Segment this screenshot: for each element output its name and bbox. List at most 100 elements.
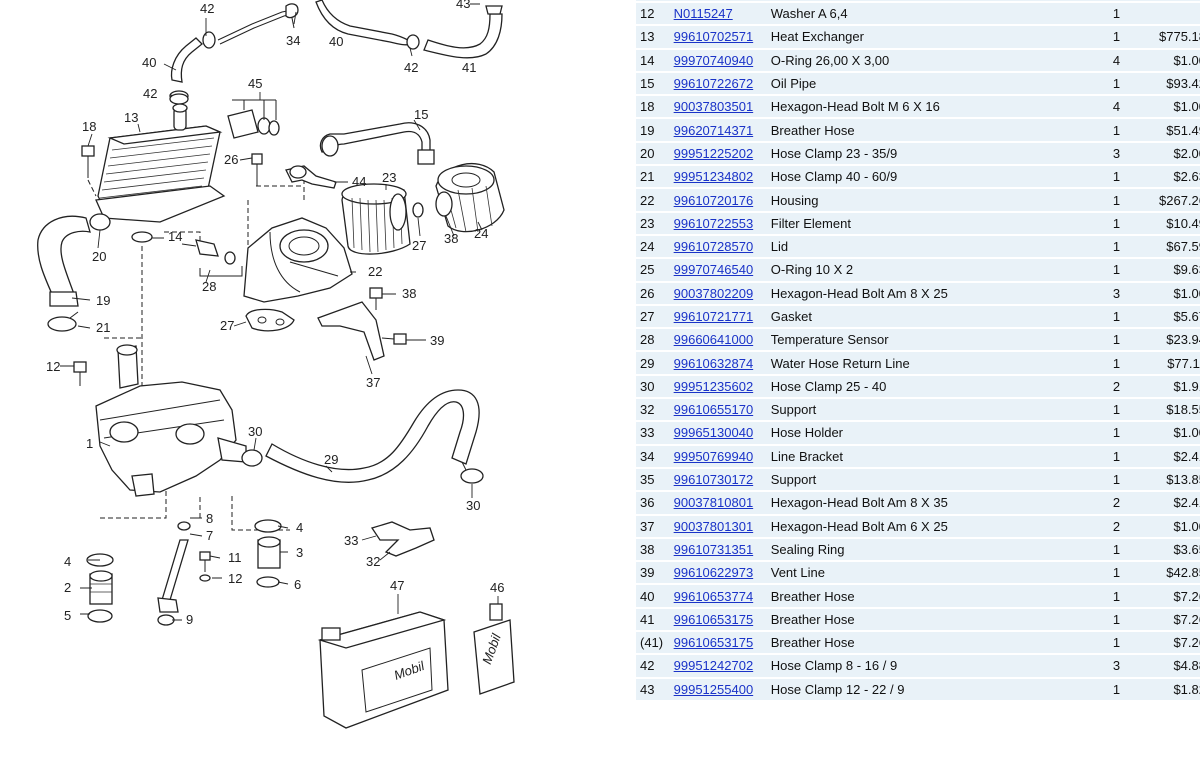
part-number-link[interactable]: 99610722553 — [673, 215, 754, 231]
callout-29: 29 — [324, 452, 338, 467]
cell-quantity: 1 — [1094, 329, 1139, 351]
callout-30b: 30 — [466, 498, 480, 513]
part-number-link[interactable]: 99610632874 — [673, 355, 754, 371]
part-number-link[interactable]: 99620714371 — [673, 122, 754, 138]
part-number-link[interactable]: 99610721771 — [673, 309, 754, 324]
callout-41: 41 — [462, 60, 476, 75]
cell-description: Support — [767, 399, 1095, 421]
cell-price: $2.00 — [1138, 142, 1200, 165]
part-number-link[interactable]: 99951242702 — [673, 658, 754, 674]
part-number-link[interactable]: 99610728570 — [673, 239, 754, 255]
cell-part-number: 99610632874 — [670, 352, 768, 374]
cell-part-number: 99610655170 — [670, 399, 768, 421]
cell-part-number: 99951255400 — [670, 678, 768, 700]
part-number-link[interactable]: 99610653774 — [673, 588, 754, 604]
cell-description: Sealing Ring — [767, 538, 1095, 561]
callout-42a: 42 — [200, 1, 214, 16]
hose-clamp-30a — [241, 449, 263, 467]
part-number-link[interactable]: 99965130040 — [673, 425, 754, 441]
oil-canister-47: Mobil — [317, 611, 449, 729]
cell-price: $7.26 — [1138, 632, 1200, 654]
part-number-link[interactable]: 99610622973 — [673, 565, 754, 581]
part-number-link[interactable]: 99970740940 — [673, 52, 754, 68]
part-number-link[interactable]: 99951255400 — [673, 681, 754, 697]
part-number-link[interactable]: 90037802209 — [673, 285, 754, 301]
cell-description: Housing — [767, 189, 1095, 211]
cell-quantity: 1 — [1094, 3, 1139, 25]
hose-holder-33-support-32 — [370, 521, 435, 557]
cell-item-number: 37 — [636, 515, 671, 537]
cell-quantity: 1 — [1094, 26, 1139, 48]
bolt-10 — [73, 361, 87, 386]
cell-part-number: 90037810801 — [670, 492, 768, 514]
callout-labels: 42 34 40 43 42 41 40 42 45 13 15 18 26 4… — [46, 0, 504, 627]
cell-description: Filter Element — [767, 212, 1095, 234]
cell-quantity: 1 — [1094, 235, 1139, 258]
cell-item-number: 26 — [636, 282, 671, 304]
cell-item-number: 14 — [636, 49, 671, 71]
cell-quantity: 1 — [1094, 445, 1139, 467]
part-number-link[interactable]: 99610653175 — [673, 635, 754, 651]
o-ring-6 — [256, 576, 280, 588]
cell-part-number: 99610722553 — [670, 212, 768, 234]
cell-description: Hose Clamp 12 - 22 / 9 — [767, 678, 1095, 700]
callout-2: 2 — [64, 580, 71, 595]
cell-part-number: 99970746540 — [670, 259, 768, 281]
cell-price: $9.63 — [1138, 259, 1200, 281]
part-number-link[interactable]: 99610702571 — [673, 29, 754, 45]
callout-6: 6 — [294, 577, 301, 592]
callout-15: 15 — [414, 107, 428, 122]
fitting-3 — [257, 536, 281, 569]
callout-36: 38 — [402, 286, 416, 301]
part-number-link[interactable]: 99610655170 — [673, 402, 754, 418]
part-number-link[interactable]: 90037801301 — [673, 518, 754, 534]
cell-description: Vent Line — [767, 562, 1095, 584]
cell-quantity: 1 — [1094, 259, 1139, 281]
cell-description: Hose Clamp 25 - 40 — [767, 375, 1095, 398]
part-number-link[interactable]: 99660641000 — [673, 332, 754, 348]
part-number-link[interactable]: 99610731351 — [673, 541, 754, 557]
exploded-parts-diagram: Mobil Mobil 42 34 40 43 42 41 40 42 45 1… — [37, 0, 515, 729]
cell-price: $1.00 — [1138, 282, 1200, 304]
part-number-link[interactable]: 90037810801 — [673, 495, 754, 511]
table-row-clipped — [636, 0, 1200, 1]
part-number-link[interactable]: 90037803501 — [673, 99, 754, 115]
part-number-link[interactable]: 99970746540 — [673, 262, 754, 278]
cell-price: $13.85 — [1138, 468, 1200, 491]
cell-item-number: 19 — [636, 119, 671, 141]
part-number-link[interactable]: N0115247 — [673, 6, 733, 22]
cell-part-number: 99610730172 — [670, 468, 768, 491]
cell-quantity: 1 — [1094, 212, 1139, 234]
hose-clamp-21 — [47, 311, 79, 332]
part-number-link[interactable]: 99610722672 — [673, 76, 754, 92]
part-number-link[interactable]: 99610730172 — [673, 472, 754, 488]
part-number-link[interactable]: 99951225202 — [673, 145, 754, 161]
group-45 — [227, 99, 280, 139]
callout-22: 22 — [368, 264, 382, 279]
part-number-link[interactable]: 99951235602 — [673, 378, 754, 394]
cell-item-number: 40 — [636, 585, 671, 607]
part-number-link[interactable]: 99951234802 — [673, 169, 754, 185]
part-number-link[interactable]: 99610720176 — [673, 192, 754, 208]
cell-quantity: 3 — [1094, 282, 1139, 304]
cell-part-number: 99660641000 — [670, 329, 768, 351]
cell-quantity: 1 — [1094, 468, 1139, 491]
callout-42b: 42 — [404, 60, 418, 75]
cell-description: Water Hose Return Line — [767, 352, 1095, 374]
cell-price: $1.91 — [1138, 375, 1200, 398]
filter-element-23 — [341, 183, 411, 255]
bolt-37 — [381, 333, 407, 345]
part-number-link[interactable]: 99610653175 — [673, 611, 754, 627]
cell-item-number: 13 — [636, 26, 671, 48]
cell-quantity: 1 — [1094, 585, 1139, 607]
part-number-link[interactable]: 99950769940 — [673, 448, 754, 464]
